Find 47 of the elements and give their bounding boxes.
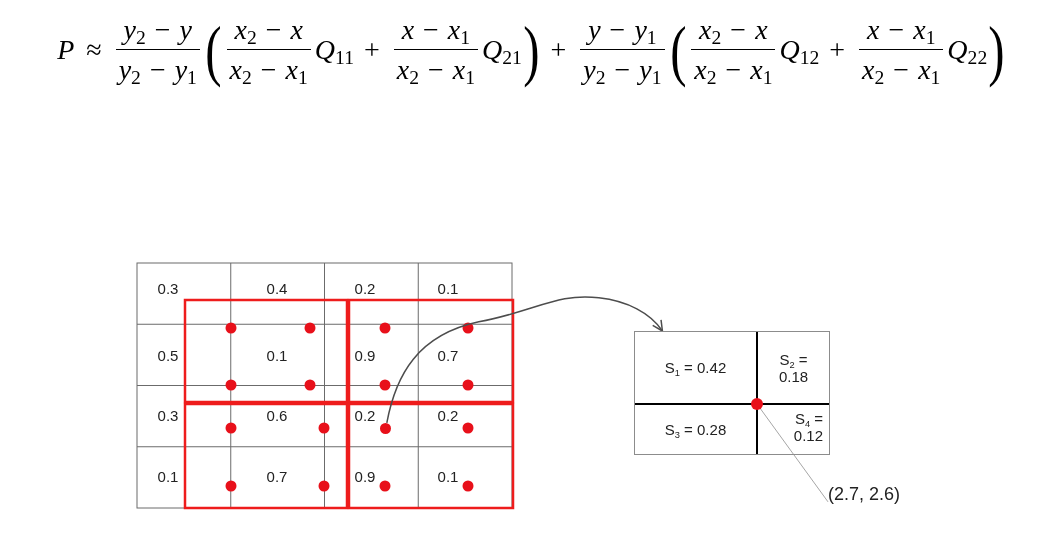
area-value: S$_{3}$ = 0.28 (664, 421, 727, 438)
cell-value: 0.9 (354, 346, 376, 364)
plus-sign: + (828, 33, 847, 67)
math-variable: P (56, 33, 76, 67)
cell-value: 0.1 (437, 279, 459, 297)
zoomed-cell-panel (634, 331, 830, 455)
cell-value: 0.7 (266, 467, 288, 485)
fraction-denominator: y$_{2}$ − y$_{1}$ (115, 53, 198, 87)
fraction-numerator: x$_{2}$ − x (226, 13, 311, 50)
math-variable: Q$_{22}$ (947, 33, 988, 67)
fraction-denominator: x$_{2}$ − x$_{1}$ (395, 53, 476, 87)
fraction-numerator: y$_{2}$ − y (115, 13, 200, 50)
math-variable: Q$_{21}$ (482, 33, 522, 67)
fraction-numerator: x − x$_{1}$ (393, 13, 478, 50)
cell-value: 0.1 (157, 467, 179, 485)
plus-sign: + (549, 33, 568, 67)
fraction-denominator: y$_{2}$ − y$_{1}$ (580, 53, 663, 87)
fraction-denominator: x$_{2}$ − x$_{1}$ (693, 53, 774, 87)
cell-value: 0.7 (437, 346, 459, 364)
cell-value: 0.6 (266, 406, 288, 424)
fraction-numerator: y − y$_{1}$ (580, 13, 665, 50)
cell-value: 0.2 (354, 279, 376, 297)
cell-value: 0.2 (437, 406, 459, 424)
cell-value: 0.3 (157, 279, 179, 297)
curved-arrow (386, 296, 664, 424)
dot-icon (751, 398, 763, 410)
approx-sign: ≈ (85, 33, 103, 67)
fraction-numerator: x$_{2}$ − x (691, 13, 776, 50)
cell-value: 0.1 (266, 346, 288, 364)
math-variable: Q$_{12}$ (779, 33, 820, 67)
math-variable: Q$_{11}$ (314, 33, 354, 67)
cell-value: 0.1 (437, 467, 459, 485)
coordinate-label: (2.7, 2.6) (828, 484, 901, 505)
dot-icon (379, 422, 391, 434)
cell-value: 0.2 (354, 406, 376, 424)
fraction-numerator: x − x$_{1}$ (859, 13, 944, 50)
leader-line (760, 408, 829, 503)
plus-sign: + (362, 33, 381, 67)
fraction-denominator: x$_{2}$ − x$_{1}$ (228, 53, 309, 87)
area-value: S$_{4}$ = 0.12 (792, 410, 823, 444)
cell-value: 0.9 (354, 467, 376, 485)
area-value: S$_{1}$ = 0.42 (664, 359, 727, 376)
fraction-denominator: x$_{2}$ − x$_{1}$ (860, 53, 942, 87)
cell-value: 0.3 (157, 406, 179, 424)
cell-value: 0.5 (157, 346, 179, 364)
cell-value: 0.4 (266, 279, 288, 297)
area-value: S$_{2}$ = 0.18 (777, 350, 810, 385)
